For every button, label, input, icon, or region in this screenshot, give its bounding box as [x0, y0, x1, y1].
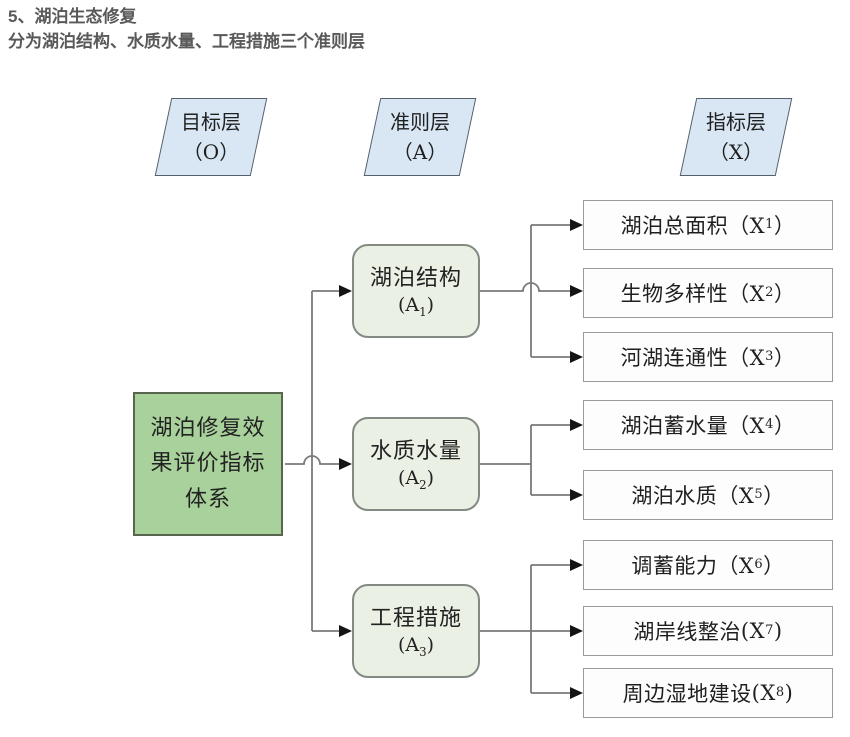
layer-goal-parallelogram: 目标层 （O）	[154, 98, 268, 176]
criteria-node-a2: 水质水量 (A2)	[352, 417, 480, 511]
layer-indicator-code: （X）	[708, 140, 764, 164]
layer-goal-code: （O）	[182, 140, 240, 164]
page-subtitle: 分为湖泊结构、水质水量、工程措施三个准则层	[8, 32, 365, 51]
criteria-node-a1: 湖泊结构 (A1)	[352, 244, 480, 338]
criteria-a2-code: (A2)	[397, 466, 435, 492]
layer-goal-name: 目标层	[181, 110, 241, 134]
layer-indicator-name: 指标层	[706, 110, 766, 134]
layer-criteria-name: 准则层	[390, 110, 450, 134]
layer-indicator-parallelogram: 指标层 （X）	[679, 98, 793, 176]
heading: 5、湖泊生态修复 分为湖泊结构、水质水量、工程措施三个准则层	[8, 4, 365, 54]
layer-criteria-code: （A）	[392, 140, 448, 164]
goal-node: 湖泊修复效果评价指标体系	[133, 392, 283, 536]
criteria-node-a3: 工程措施 (A3)	[352, 584, 480, 678]
criteria-a2-name: 水质水量	[369, 439, 462, 465]
layer-criteria-parallelogram: 准则层 （A）	[363, 98, 477, 176]
page-title: 5、湖泊生态修复	[8, 7, 137, 26]
criteria-a1-code: (A1)	[397, 293, 435, 319]
criteria-a3-name: 工程措施	[369, 606, 462, 632]
goal-node-label: 湖泊修复效果评价指标体系	[150, 415, 266, 512]
criteria-a1-name: 湖泊结构	[369, 266, 462, 292]
criteria-a3-code: (A3)	[397, 633, 435, 659]
